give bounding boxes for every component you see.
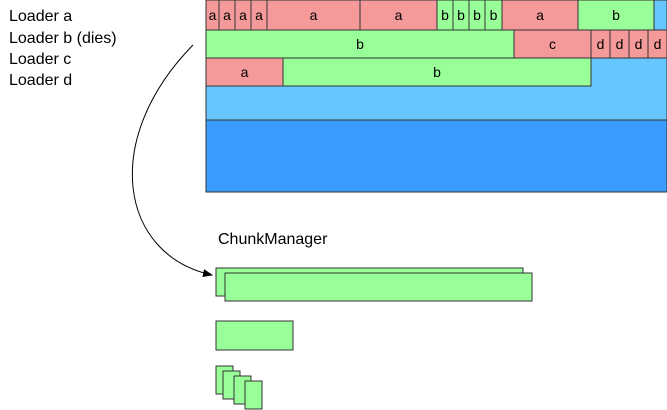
loader-d-label: Loader d xyxy=(9,72,72,89)
chunk-manager-title: ChunkManager xyxy=(218,231,328,248)
grid-cell-label: d xyxy=(597,36,605,52)
grid-cell-label: a xyxy=(536,7,544,23)
grid-cell-label: c xyxy=(549,36,556,52)
grid-cell-label: a xyxy=(310,7,318,23)
free-space-dark xyxy=(206,120,667,192)
grid-cell-label: b xyxy=(457,7,465,23)
chunk-medium xyxy=(215,320,294,351)
grid-border xyxy=(205,0,667,193)
chunk-small-4 xyxy=(244,380,263,410)
grid-cell-label: a xyxy=(241,64,249,80)
grid-cell-label: b xyxy=(433,64,441,80)
grid-cell-label: a xyxy=(239,7,247,23)
grid-cell-label: a xyxy=(223,7,231,23)
loader-c-label: Loader c xyxy=(9,51,71,68)
grid-cell-label: b xyxy=(612,7,620,23)
grid-cell-label: d xyxy=(654,36,662,52)
grid-cell-a xyxy=(266,0,361,31)
grid-cell-label: a xyxy=(255,7,263,23)
grid-cell-label: a xyxy=(395,7,403,23)
grid-cell-label: d xyxy=(616,36,624,52)
grid-cell-b xyxy=(577,0,655,31)
grid-cell-c xyxy=(513,29,592,59)
grid-cell-label: a xyxy=(209,7,217,23)
loader-a-label: Loader a xyxy=(9,8,72,25)
grid-cell-label: b xyxy=(473,7,481,23)
arrow xyxy=(132,44,213,277)
chunk-large-front xyxy=(224,272,533,302)
grid-cell-a xyxy=(501,0,579,31)
grid-cell-label: b xyxy=(490,7,498,23)
grid-cell-b xyxy=(282,57,592,87)
loader-legend: Loader a Loader b (dies) Loader c Loader… xyxy=(9,8,117,89)
grid-cell-label: d xyxy=(635,36,643,52)
grid-cell-label: b xyxy=(356,36,364,52)
grid-cell-d xyxy=(647,29,667,59)
chunk-manager-chunks xyxy=(215,267,533,410)
loader-b-label: Loader b (dies) xyxy=(9,30,117,47)
grid-cell-b xyxy=(205,29,515,59)
grid-cell-label: b xyxy=(441,7,449,23)
